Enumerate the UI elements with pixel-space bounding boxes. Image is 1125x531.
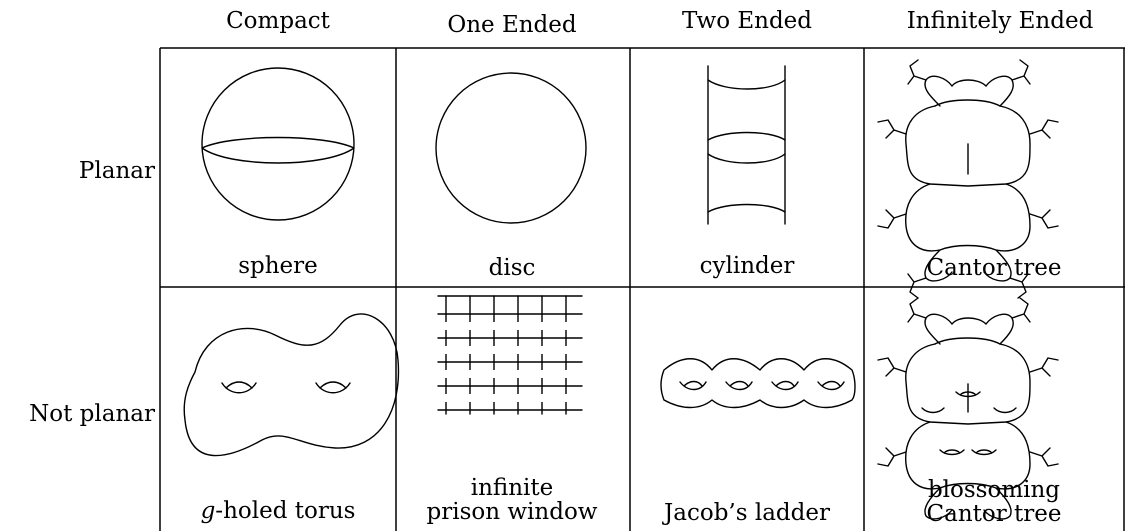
- caption-g-holed-torus: g-holed torus: [201, 500, 356, 523]
- caption-blossoming-cantor-tree: blossoming Cantor tree: [927, 478, 1062, 526]
- blossom-caption-line-1: blossoming: [927, 478, 1062, 502]
- caption-cantor-tree: Cantor tree: [927, 257, 1062, 280]
- caption-disc: disc: [489, 257, 536, 280]
- prison-window-illustration: [438, 296, 582, 414]
- jacobs-ladder-illustration: [661, 359, 855, 408]
- disc-illustration: [436, 73, 586, 223]
- table-grid: [160, 48, 1125, 531]
- blossom-caption-line-2: Cantor tree: [927, 502, 1062, 526]
- caption-cylinder: cylinder: [700, 255, 795, 278]
- cylinder-illustration: [708, 66, 785, 224]
- torus-illustration: [184, 314, 398, 456]
- caption-sphere: sphere: [238, 255, 318, 278]
- torus-genus-variable: g: [201, 498, 216, 524]
- torus-caption-rest: -holed torus: [215, 498, 355, 524]
- sphere-illustration: [202, 68, 354, 220]
- prison-caption-line-2: prison window: [427, 500, 598, 524]
- caption-infinite-prison-window: infinite prison window: [427, 476, 598, 524]
- prison-caption-line-1: infinite: [427, 476, 598, 500]
- caption-jacobs-ladder: Jacob’s ladder: [664, 502, 830, 525]
